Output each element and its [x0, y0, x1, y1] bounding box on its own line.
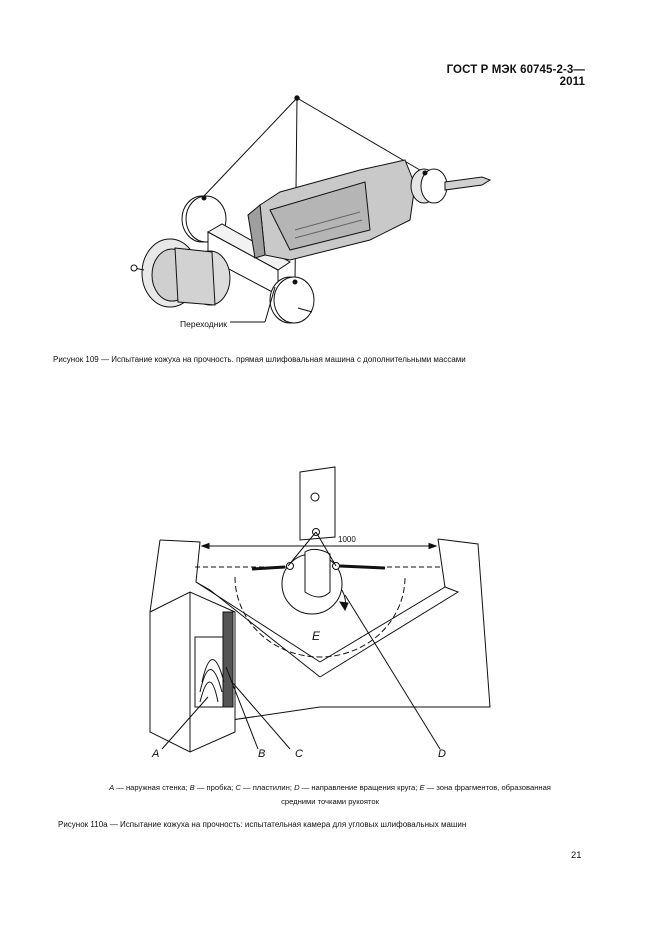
legend-text-a: — наружная стенка;	[114, 783, 190, 792]
adapter-label: Переходник	[180, 319, 227, 329]
figure-110a-legend: A — наружная стенка; B — пробка; C — пла…	[60, 781, 600, 809]
legend-key-d: D	[294, 783, 300, 792]
legend-key-c: C	[235, 783, 241, 792]
legend-line-1: A — наружная стенка; B — пробка; C — пла…	[60, 781, 600, 795]
page-number: 21	[571, 850, 582, 861]
label-c: C	[295, 748, 303, 760]
figure-109-caption: Рисунок 109 — Испытание кожуха на прочно…	[53, 355, 466, 364]
legend-key-e: E	[419, 783, 425, 792]
legend-text-b: — пробка;	[194, 783, 236, 792]
legend-key-b: B	[189, 783, 195, 792]
dimension-1000: 1000	[338, 535, 356, 544]
label-d: D	[438, 748, 446, 760]
figure-109-illustration: Переходник	[130, 95, 492, 329]
legend-text-c: — пластилин;	[240, 783, 295, 792]
zone-e-label: E	[312, 629, 321, 643]
legend-text-e: — зона фрагментов, образованная	[424, 783, 551, 792]
legend-text-d: — направление вращения круга;	[299, 783, 420, 792]
page-header-standard: ГОСТ Р МЭК 60745-2-3—2011	[446, 64, 585, 88]
legend-line-2: средними точками рукояток	[281, 797, 379, 806]
label-b: B	[258, 748, 265, 760]
legend-key-a: A	[109, 783, 115, 792]
label-a: A	[151, 748, 159, 760]
figure-110a-illustration: 1000 E A B C D	[149, 466, 491, 760]
figure-110a-caption: Рисунок 110а — Испытание кожуха на прочн…	[58, 820, 467, 829]
